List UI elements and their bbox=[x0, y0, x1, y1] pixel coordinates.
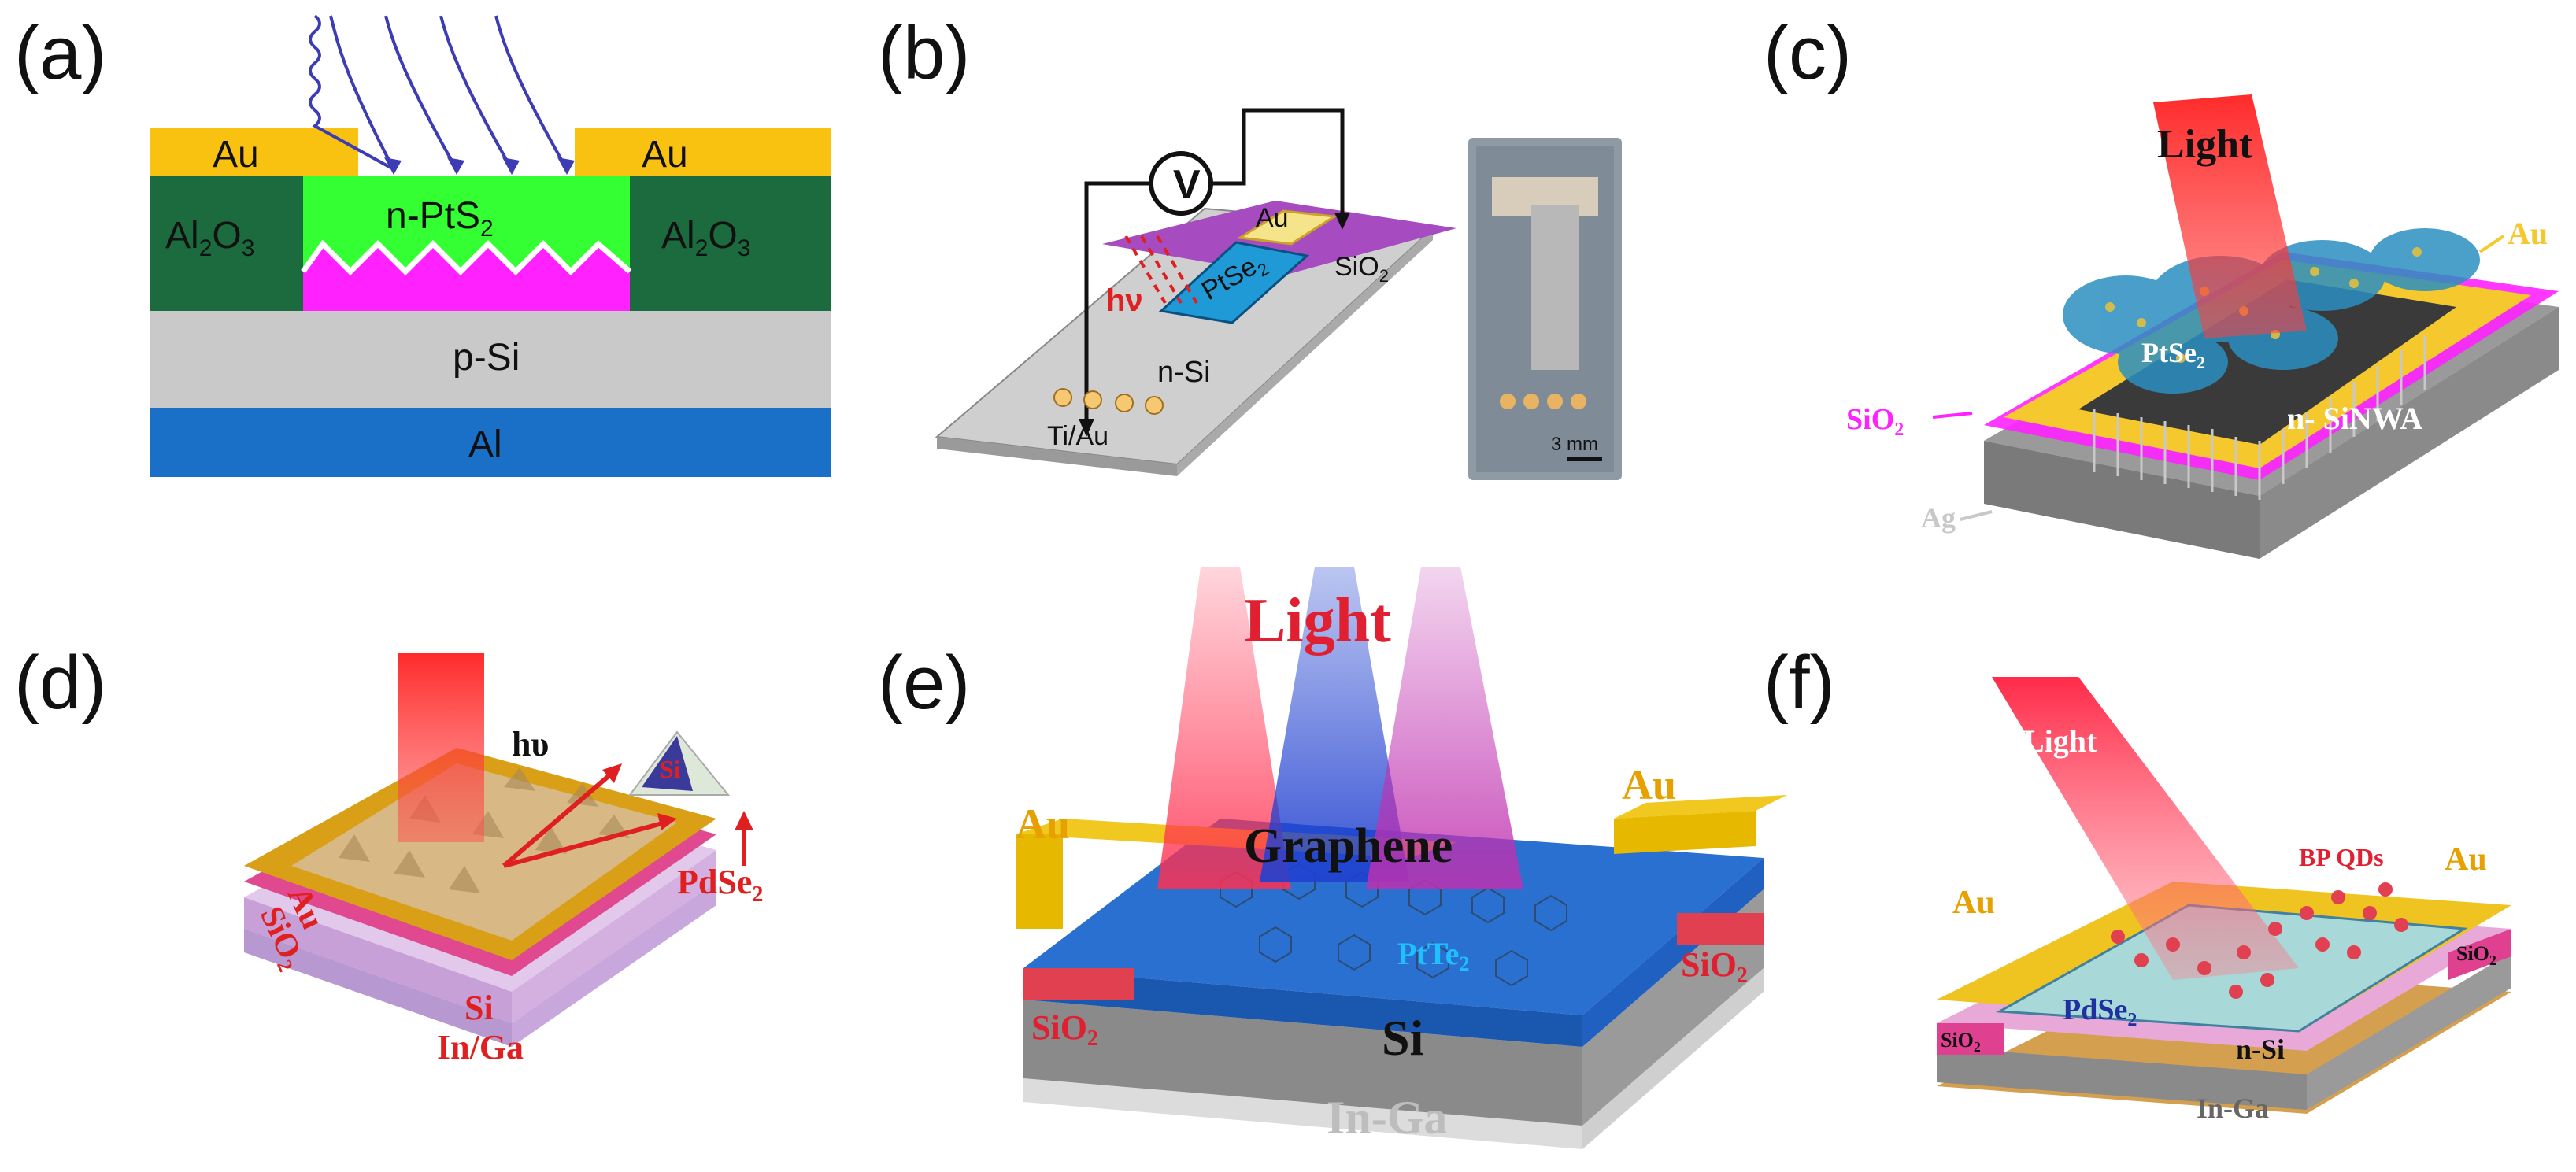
photon-arrows bbox=[309, 14, 568, 171]
au-left-label-f: Au bbox=[1952, 885, 1995, 921]
ag-label: Ag bbox=[1921, 502, 1956, 534]
n-si-label-f: n-Si bbox=[2236, 1033, 2285, 1065]
p-si-layer bbox=[150, 311, 831, 408]
light-beam-c bbox=[2153, 94, 2307, 338]
hv-label-d: hυ bbox=[512, 725, 549, 763]
bp-qds-label: BP QDs bbox=[2299, 843, 2384, 871]
ptte2-label: PtTe2 bbox=[1397, 936, 1470, 975]
al-layer bbox=[150, 408, 831, 477]
sio2-left-e bbox=[1023, 968, 1134, 1000]
panel-c-label: (c) bbox=[1764, 11, 1852, 95]
sio2-label-b: SiO2 bbox=[1334, 252, 1389, 286]
light-label-f: Light bbox=[2023, 723, 2097, 759]
graphene-lattice bbox=[1220, 863, 1567, 987]
au-pad-b bbox=[1236, 209, 1338, 246]
zigzag-interface bbox=[303, 244, 630, 311]
al2o3-right-label: Al2O3 bbox=[661, 215, 750, 261]
n-si-label-b: n-Si bbox=[1157, 356, 1211, 389]
ti-au-label: Ti/Au bbox=[1047, 421, 1108, 451]
ptse2-flake bbox=[1158, 241, 1310, 324]
panel-a-label: (a) bbox=[14, 11, 107, 95]
panel-f-label: (f) bbox=[1764, 641, 1835, 725]
sio2-left-label-f: SiO2 bbox=[1941, 1029, 1981, 1055]
si-label-e: Si bbox=[1382, 1010, 1423, 1066]
au-label-b: Au bbox=[1256, 203, 1289, 233]
ptse2-label-c: PtSe2 bbox=[2141, 337, 2205, 372]
al-label: Al bbox=[468, 423, 502, 465]
in-ga-label-d: In/Ga bbox=[437, 1028, 524, 1067]
purple-beam bbox=[1366, 567, 1523, 889]
light-beam-f bbox=[1992, 677, 2299, 980]
in-ga-label-f: In-Ga bbox=[2197, 1093, 2269, 1124]
pdse2-label-d: PdSe2 bbox=[677, 863, 763, 907]
panel-d-label: (d) bbox=[14, 641, 107, 725]
al2o3-left-layer bbox=[150, 176, 303, 311]
red-beam bbox=[1157, 567, 1291, 889]
au-left-label: Au bbox=[213, 134, 259, 176]
si-layer-e bbox=[1023, 1000, 1582, 1126]
al2o3-left-label: Al2O3 bbox=[165, 215, 254, 261]
bp-qds bbox=[2111, 882, 2408, 999]
voltmeter-label: V bbox=[1173, 162, 1201, 208]
au-right-label-f: Au bbox=[2445, 841, 2487, 878]
n-si-layer-f bbox=[1937, 1047, 2307, 1110]
panel-e-label: (e) bbox=[878, 641, 971, 725]
p-si-label: p-Si bbox=[453, 337, 520, 379]
sio2-right-label-f: SiO2 bbox=[2456, 942, 2496, 968]
au-right-label-e: Au bbox=[1622, 761, 1676, 808]
al2o3-right-layer bbox=[630, 176, 831, 311]
graphene-label: Graphene bbox=[1244, 819, 1453, 873]
hv-label-b: hν bbox=[1106, 283, 1143, 318]
au-left-label-e: Au bbox=[1016, 800, 1070, 848]
blue-beam bbox=[1260, 567, 1409, 882]
au-right-bar bbox=[1614, 795, 1787, 819]
light-label-c: Light bbox=[2157, 122, 2253, 167]
sinwa-label: n- SiNWA bbox=[2287, 401, 2422, 436]
sio2-label-c: SiO2 bbox=[1846, 403, 1904, 440]
light-label-e: Light bbox=[1244, 586, 1391, 656]
in-ga-label-e: In-Ga bbox=[1327, 1092, 1447, 1144]
pts2-label: n-PtS2 bbox=[386, 195, 494, 242]
pdse2-label-f: PdSe2 bbox=[2063, 993, 2137, 1030]
sio2-left-label-e: SiO2 bbox=[1031, 1008, 1098, 1051]
pyramid-surface bbox=[291, 763, 677, 941]
au-label-c: Au bbox=[2508, 216, 2548, 251]
scale-bar-label: 3 mm bbox=[1551, 434, 1598, 455]
sio2-right-e bbox=[1677, 913, 1764, 945]
in-ga-layer-e bbox=[1023, 1078, 1582, 1149]
panel-b-label: (b) bbox=[878, 11, 971, 95]
au-right-pad bbox=[575, 128, 831, 176]
si-pyramid-label: Si bbox=[660, 755, 681, 783]
sio2-right-label-e: SiO2 bbox=[1681, 945, 1748, 988]
si-label-d: Si bbox=[464, 989, 494, 1027]
au-left-pad bbox=[150, 128, 358, 176]
light-beam-d bbox=[398, 653, 484, 842]
au-right-label: Au bbox=[642, 134, 688, 176]
